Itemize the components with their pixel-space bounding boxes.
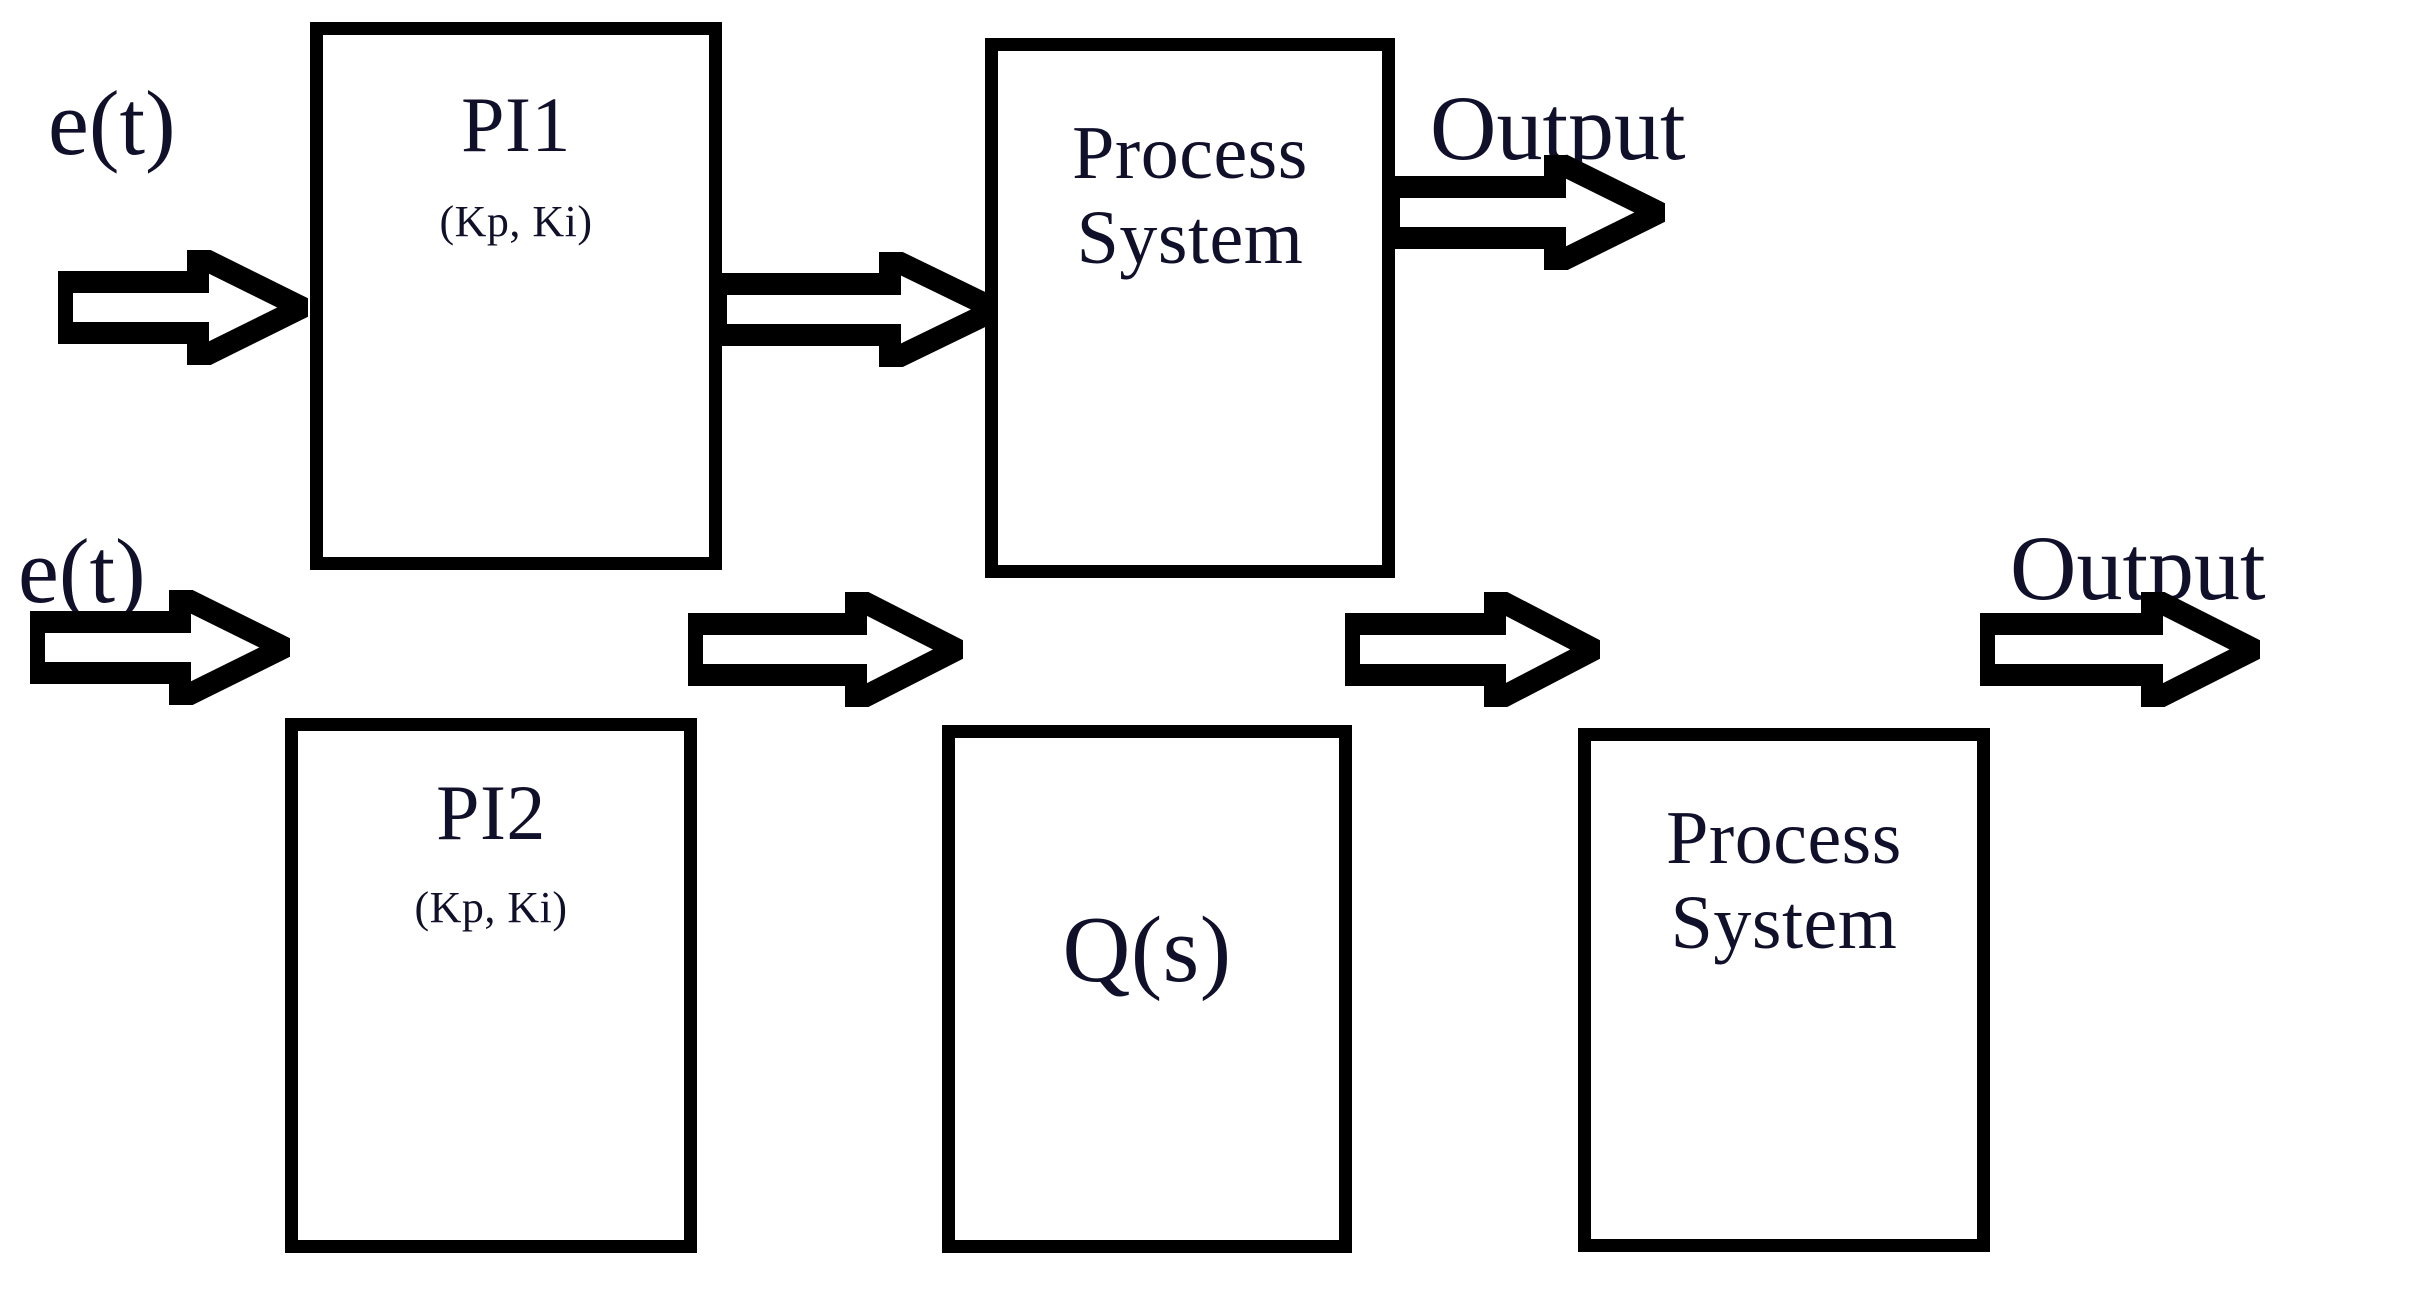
block-arrow-icon	[1980, 592, 2260, 707]
input-arrow-row2	[30, 590, 290, 705]
block-arrow-icon	[712, 252, 1002, 367]
block-pi2[interactable]: PI2 (Kp, Ki)	[285, 718, 697, 1253]
input-label-row2: e(t)	[18, 520, 146, 622]
block-pi1-title: PI1	[461, 81, 571, 168]
block-process-system-row1-title: Process System	[1072, 111, 1308, 281]
block-pi2-subtitle: (Kp, Ki)	[414, 883, 568, 932]
block-pi1-subtitle: (Kp, Ki)	[439, 197, 593, 246]
block-process-system-row2[interactable]: Process System	[1578, 728, 1990, 1252]
block-pi1[interactable]: PI1 (Kp, Ki)	[310, 22, 722, 570]
qs-to-process-arrow	[1345, 592, 1600, 707]
block-pi2-title: PI2	[436, 769, 546, 856]
block-arrow-icon	[30, 590, 290, 705]
block-arrow-icon	[688, 592, 963, 707]
output-label-row2: Output	[2010, 517, 2266, 619]
block-qs[interactable]: Q(s)	[942, 725, 1352, 1253]
block-process-system-row2-title: Process System	[1666, 796, 1902, 966]
block-arrow-icon	[58, 250, 308, 365]
block-arrow-icon	[1345, 592, 1600, 707]
process-to-output-arrow-row1	[1385, 155, 1665, 270]
block-arrow-icon	[1385, 155, 1665, 270]
block-qs-title: Q(s)	[1062, 898, 1232, 1002]
pi2-to-qs-arrow	[688, 592, 963, 707]
block-process-system-row1[interactable]: Process System	[985, 38, 1395, 578]
process-to-output-arrow-row2	[1980, 592, 2260, 707]
pi1-to-process-arrow	[712, 252, 1002, 367]
input-arrow-row1	[58, 250, 308, 365]
input-label-row1: e(t)	[48, 72, 176, 174]
